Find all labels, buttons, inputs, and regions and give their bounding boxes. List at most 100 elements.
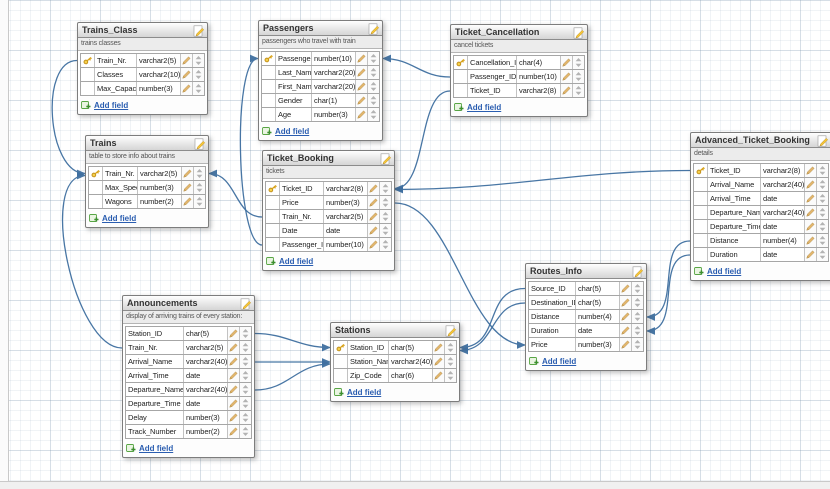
reorder-field-icon[interactable] [631,310,643,323]
edit-field-icon[interactable] [227,327,239,340]
table-header[interactable]: Trains_Class [78,23,207,38]
add-field-link[interactable]: Add field [347,387,382,397]
table-header[interactable]: Stations [331,323,459,338]
edit-field-icon[interactable] [804,234,816,247]
reorder-field-icon[interactable] [367,80,379,93]
edit-table-icon[interactable] [194,137,206,150]
reorder-field-icon[interactable] [239,397,251,410]
reorder-field-icon[interactable] [631,296,643,309]
edit-table-icon[interactable] [817,134,829,147]
add-field-link[interactable]: Add field [279,256,314,266]
reorder-field-icon[interactable] [444,355,456,368]
relationship-advanced_ticket_booking-Duration-to-routes_info[interactable] [646,254,691,335]
reorder-field-icon[interactable] [379,224,391,237]
reorder-field-icon[interactable] [816,206,828,219]
reorder-field-icon[interactable] [367,52,379,65]
reorder-field-icon[interactable] [631,324,643,337]
edit-field-icon[interactable] [181,195,193,208]
edit-field-icon[interactable] [355,66,367,79]
field-row[interactable]: Train_Nr.varchar2(5) [80,53,205,68]
relationship-advanced_ticket_booking-Ticket_ID-to-ticket_booking[interactable] [394,169,691,194]
add-field-link[interactable]: Add field [542,356,577,366]
edit-field-icon[interactable] [180,54,192,67]
reorder-field-icon[interactable] [816,178,828,191]
reorder-field-icon[interactable] [367,108,379,121]
add-field-link[interactable]: Add field [139,443,174,453]
reorder-field-icon[interactable] [239,341,251,354]
edit-table-icon[interactable] [445,324,457,337]
edit-field-icon[interactable] [432,341,444,354]
reorder-field-icon[interactable] [379,238,391,251]
edit-table-icon[interactable] [193,24,205,37]
edit-table-icon[interactable] [368,22,380,35]
table-header[interactable]: Announcements [123,296,254,311]
reorder-field-icon[interactable] [379,182,391,195]
edit-table-icon[interactable] [240,297,252,310]
reorder-field-icon[interactable] [367,94,379,107]
reorder-field-icon[interactable] [379,196,391,209]
relationship-ticket_booking-Train_Nr.-to-trains[interactable] [208,169,263,218]
edit-field-icon[interactable] [804,192,816,205]
table-header[interactable]: Ticket_Cancellation [451,25,587,40]
reorder-field-icon[interactable] [367,66,379,79]
edit-field-icon[interactable] [227,341,239,354]
table-header[interactable]: Trains [86,136,208,151]
edit-field-icon[interactable] [619,338,631,351]
reorder-field-icon[interactable] [239,425,251,438]
reorder-field-icon[interactable] [239,383,251,396]
add-field-link[interactable]: Add field [275,126,310,136]
field-row[interactable]: Max_Capacitynumber(3) [80,82,205,96]
edit-field-icon[interactable] [804,248,816,261]
field-row[interactable]: Max_Speednumber(3) [88,181,206,195]
edit-field-icon[interactable] [560,70,572,83]
relationship-announcements-Departure_Name-to-stations[interactable] [254,360,331,391]
reorder-field-icon[interactable] [193,181,205,194]
reorder-field-icon[interactable] [239,369,251,382]
relationship-ticket_cancellation-Passenger_ID-to-passengers[interactable] [382,54,451,78]
reorder-field-icon[interactable] [816,192,828,205]
table-stations[interactable]: StationsStation_IDchar(5)Station_Namevar… [330,322,460,402]
reorder-field-icon[interactable] [572,84,584,97]
reorder-field-icon[interactable] [816,248,828,261]
edit-field-icon[interactable] [804,178,816,191]
reorder-field-icon[interactable] [239,411,251,424]
reorder-field-icon[interactable] [192,82,204,95]
edit-field-icon[interactable] [804,220,816,233]
edit-table-icon[interactable] [632,265,644,278]
edit-field-icon[interactable] [432,369,444,382]
field-row[interactable]: Train_Nr.varchar2(5) [88,166,206,181]
edit-field-icon[interactable] [181,167,193,180]
reorder-field-icon[interactable] [816,164,828,177]
edit-field-icon[interactable] [227,383,239,396]
reorder-field-icon[interactable] [379,210,391,223]
relationship-routes_info-Source_ID-to-stations[interactable] [459,287,526,352]
edit-table-icon[interactable] [573,26,585,39]
